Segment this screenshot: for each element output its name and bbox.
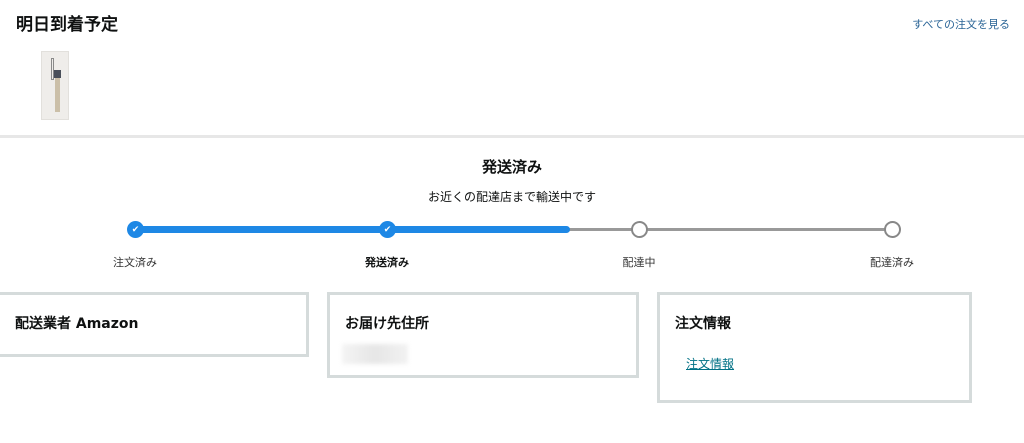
step-node-out-for-delivery — [631, 221, 648, 238]
progress-track — [135, 226, 892, 233]
step-label-shipped: 発送済み — [365, 256, 409, 269]
step-node-shipped: ✔ — [379, 221, 396, 238]
step-node-ordered: ✔ — [127, 221, 144, 238]
check-icon: ✔ — [131, 224, 140, 235]
address-title: お届け先住所 — [345, 316, 429, 332]
order-info-card: 注文情報 注文情報 — [657, 292, 972, 403]
check-icon: ✔ — [383, 224, 392, 235]
order-info-link[interactable]: 注文情報 — [686, 357, 735, 371]
shipment-status-subtitle: お近くの配達店まで輸送中です — [427, 190, 596, 204]
step-label-out-for-delivery: 配達中 — [622, 256, 656, 269]
step-node-delivered — [884, 221, 901, 238]
delivery-estimate-title: 明日到着予定 — [16, 15, 118, 35]
divider — [0, 135, 1024, 138]
order-info-title: 注文情報 — [675, 316, 731, 332]
shipment-status-title: 発送済み — [481, 158, 542, 176]
carrier-title: 配送業者 Amazon — [15, 316, 139, 332]
address-card: お届け先住所 — [327, 292, 639, 378]
step-label-delivered: 配達済み — [870, 256, 914, 269]
view-all-orders-link[interactable]: すべての注文を見る — [912, 18, 1010, 31]
carrier-card: 配送業者 Amazon — [0, 292, 309, 357]
progress-fill — [135, 226, 571, 233]
product-thumbnail[interactable] — [41, 51, 69, 120]
step-label-ordered: 注文済み — [113, 256, 157, 269]
redacted-address — [342, 344, 408, 364]
